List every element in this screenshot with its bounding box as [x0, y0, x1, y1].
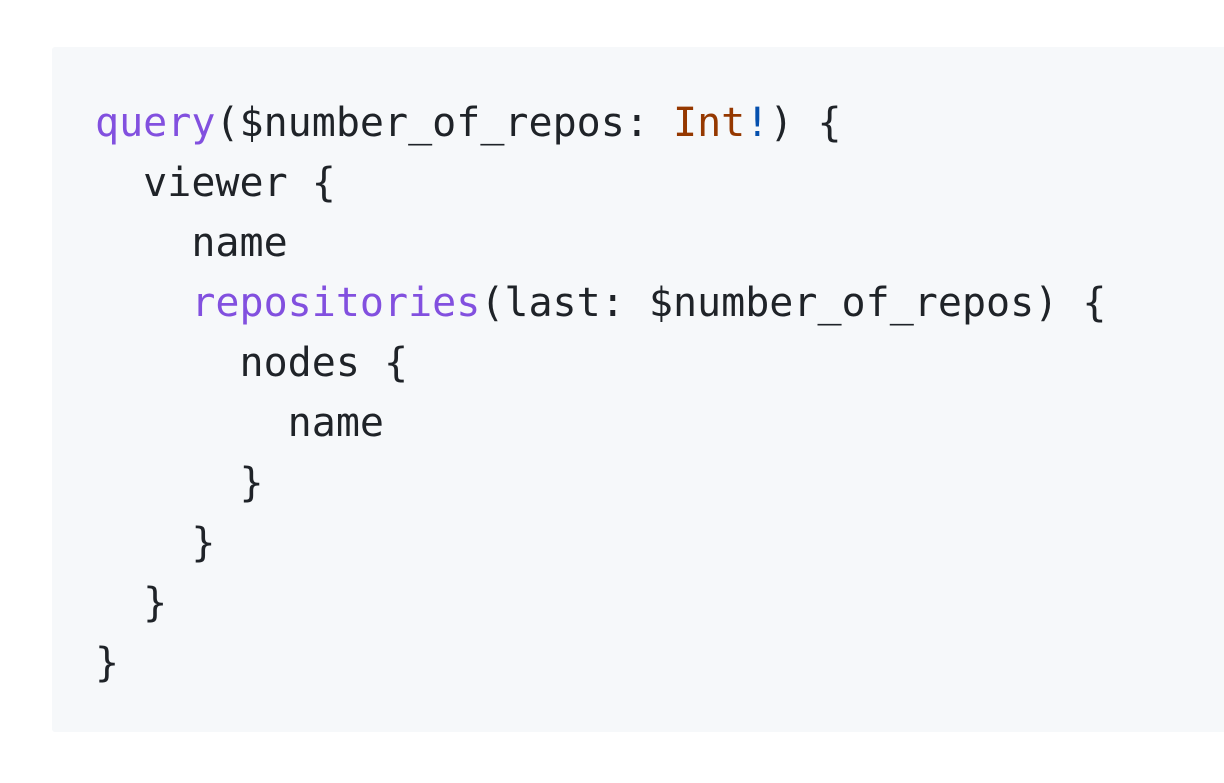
- code-line-5: nodes {: [52, 333, 1224, 393]
- code-token-plain: }: [95, 640, 120, 686]
- code-indent: [95, 340, 240, 386]
- code-token-plain: name: [287, 400, 384, 446]
- code-token-plain: }: [143, 580, 168, 626]
- code-line-10: }: [52, 633, 1224, 693]
- code-token-non_null: !: [745, 100, 770, 146]
- code-indent: [95, 160, 143, 206]
- code-token-type: Int: [672, 100, 746, 146]
- code-token-keyword: query: [95, 100, 216, 146]
- code-line-6: name: [52, 393, 1224, 453]
- code-content[interactable]: query($number_of_repos: Int!) { viewer {…: [52, 93, 1224, 693]
- code-line-4: repositories(last: $number_of_repos) {: [52, 273, 1224, 333]
- code-token-plain: }: [239, 460, 264, 506]
- code-token-plain: viewer {: [143, 160, 336, 206]
- code-indent: [95, 460, 240, 506]
- code-indent: [95, 220, 191, 266]
- code-line-1: query($number_of_repos: Int!) {: [52, 93, 1224, 153]
- code-token-plain: name: [191, 220, 288, 266]
- code-line-7: }: [52, 453, 1224, 513]
- code-indent: [95, 580, 143, 626]
- code-token-plain: (last: $number_of_repos) {: [480, 280, 1107, 326]
- code-token-plain: }: [191, 520, 216, 566]
- code-token-plain: ) {: [769, 100, 842, 146]
- code-line-3: name: [52, 213, 1224, 273]
- code-indent: [95, 400, 288, 446]
- code-indent: [95, 520, 191, 566]
- code-line-2: viewer {: [52, 153, 1224, 213]
- code-token-plain: nodes {: [239, 340, 409, 386]
- code-block-graphql-query[interactable]: query($number_of_repos: Int!) { viewer {…: [52, 47, 1224, 732]
- code-line-9: }: [52, 573, 1224, 633]
- code-indent: [95, 280, 191, 326]
- code-token-field: repositories: [191, 280, 481, 326]
- code-token-plain: ($number_of_repos:: [215, 100, 673, 146]
- code-line-8: }: [52, 513, 1224, 573]
